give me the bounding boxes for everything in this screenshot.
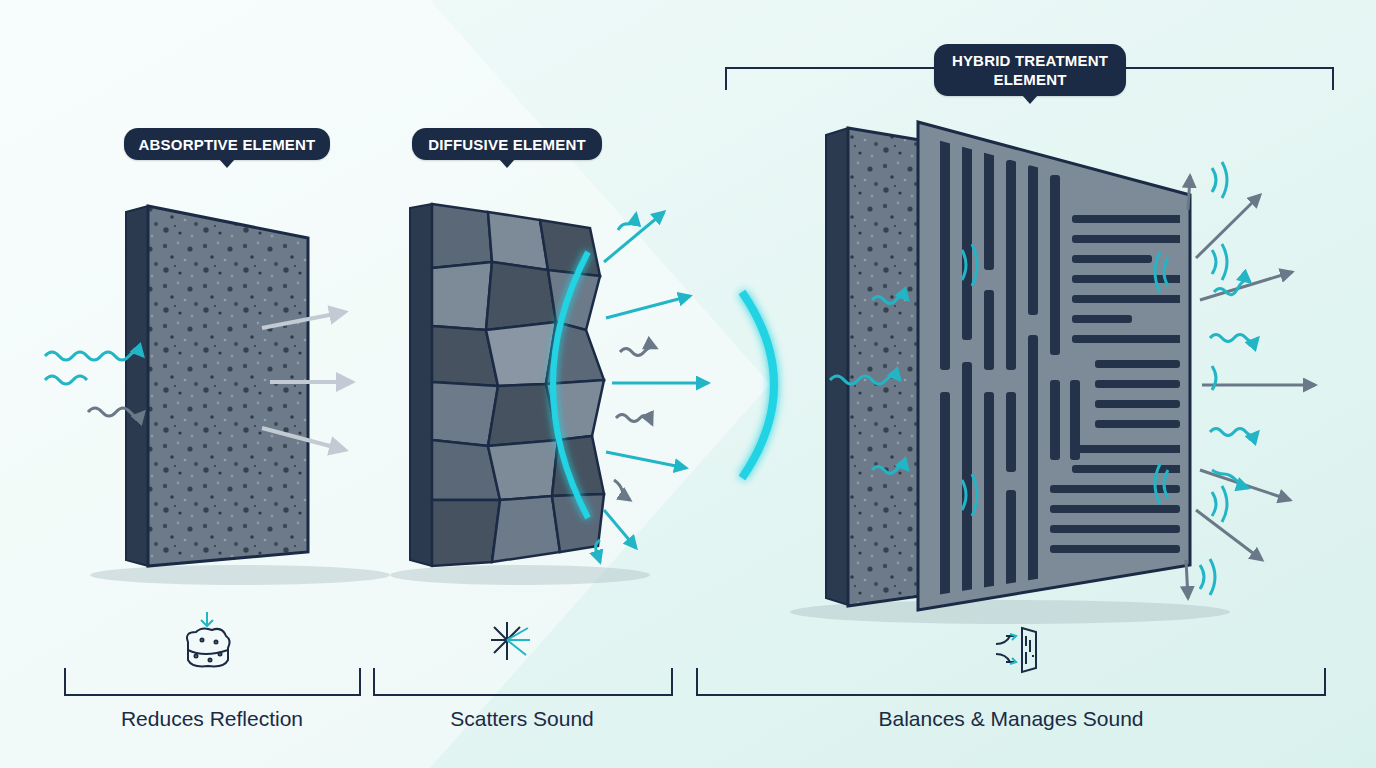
element-label-pill: ABSORPTIVE ELEMENT [124, 128, 330, 160]
element-label-pill: HYBRID TREATMENT ELEMENT [934, 44, 1126, 96]
caption-label: Reduces Reflection [62, 706, 362, 732]
element-label-pill: DIFFUSIVE ELEMENT [412, 128, 602, 160]
pill-text: DIFFUSIVE ELEMENT [428, 135, 586, 154]
pill-text: HYBRID TREATMENT ELEMENT [948, 51, 1112, 89]
caption-label: Balances & Manages Sound [801, 706, 1221, 732]
pill-text: ABSORPTIVE ELEMENT [139, 135, 316, 154]
caption-label: Scatters Sound [372, 706, 672, 732]
